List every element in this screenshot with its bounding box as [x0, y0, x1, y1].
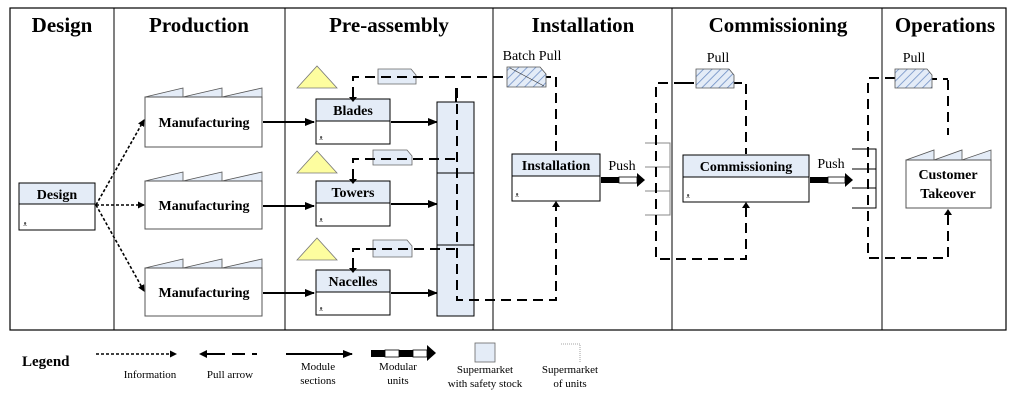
svg-text:Pull arrow: Pull arrow — [207, 369, 253, 381]
factory-manufacturing-2[interactable]: Manufacturing — [144, 171, 263, 230]
kanban-card-icon — [372, 149, 413, 166]
pull-arrowhead — [349, 97, 357, 102]
svg-text:Supermarket: Supermarket — [457, 364, 513, 376]
pull-arrowhead — [552, 201, 560, 207]
supermarket-of-units-2 — [852, 148, 877, 209]
legend-item-information: Information — [96, 350, 177, 381]
svg-text:of units: of units — [553, 378, 586, 390]
information-arrows — [95, 119, 145, 292]
stage-header-operations: Operations — [895, 13, 995, 37]
push-arrow-modular-units-1 — [601, 173, 645, 187]
supermarket-safety-stock — [436, 101, 475, 317]
legend-item-module-sections: Module sections — [286, 350, 353, 387]
legend-item-supermarket-safety: Supermarket with safety stock — [448, 342, 523, 390]
factory-label: Customer — [918, 168, 977, 183]
operator-icon: ᴥ — [319, 304, 323, 313]
process-box-design[interactable]: Design ᴥ — [18, 182, 96, 231]
operator-icon: ᴥ — [319, 215, 323, 224]
supermarket-of-units-1 — [645, 142, 671, 216]
process-label-towers: Towers — [331, 186, 375, 201]
push-arrow-modular-units-2 — [810, 173, 853, 187]
factory-manufacturing-1[interactable]: Manufacturing — [144, 87, 263, 148]
svg-text:Module: Module — [301, 361, 335, 373]
operator-icon: ᴥ — [515, 190, 519, 199]
swimlane-frame — [9, 7, 1007, 331]
legend-item-pull-arrow: Pull arrow — [199, 350, 257, 381]
svg-text:Modular: Modular — [379, 361, 417, 373]
inventory-triangle-icon — [296, 150, 338, 174]
factory-label: Takeover — [920, 187, 975, 202]
svg-text:Supermarket: Supermarket — [542, 364, 598, 376]
process-box-nacelles[interactable]: Nacelles ᴥ — [315, 269, 391, 316]
factory-label: Manufacturing — [159, 199, 250, 214]
stage-header-installation: Installation — [532, 13, 635, 37]
legend-title: Legend — [22, 354, 70, 370]
operator-icon: ᴥ — [686, 191, 690, 200]
pull-arrowhead — [349, 179, 357, 184]
process-label-installation: Installation — [522, 159, 591, 174]
pull-label-2: Pull — [903, 51, 926, 66]
process-box-blades[interactable]: Blades ᴥ — [315, 98, 391, 145]
push-label-2: Push — [817, 157, 844, 172]
svg-text:with safety stock: with safety stock — [448, 378, 523, 390]
pull-label-1: Pull — [707, 51, 730, 66]
process-box-installation[interactable]: Installation ᴥ — [511, 153, 601, 202]
legend-item-supermarket-units: Supermarket of units — [542, 343, 598, 390]
svg-text:units: units — [387, 375, 408, 387]
process-label-nacelles: Nacelles — [329, 275, 379, 290]
push-label-1: Push — [608, 159, 635, 174]
factory-label: Manufacturing — [159, 116, 250, 131]
process-label-blades: Blades — [333, 104, 373, 119]
process-box-commissioning[interactable]: Commissioning ᴥ — [682, 154, 810, 203]
batch-pull-label: Batch Pull — [503, 49, 562, 64]
pull-path-commissioning — [655, 82, 747, 260]
process-box-towers[interactable]: Towers ᴥ — [315, 180, 391, 227]
stage-header-production: Production — [149, 13, 249, 37]
process-label-design: Design — [37, 188, 78, 203]
pull-arrowhead — [349, 268, 357, 273]
stage-header-design: Design — [32, 13, 93, 37]
svg-text:sections: sections — [300, 375, 335, 387]
factory-customer-takeover[interactable]: Customer Takeover — [905, 149, 992, 209]
inventory-triangle-icon — [296, 237, 338, 261]
operator-icon: ᴥ — [319, 133, 323, 142]
pull-kanban-icon — [894, 68, 933, 89]
module-section-arrows — [263, 118, 438, 297]
pull-arrowhead — [742, 202, 750, 208]
inventory-triangle-icon — [296, 65, 338, 89]
kanban-card-icon — [372, 239, 413, 258]
factory-manufacturing-3[interactable]: Manufacturing — [144, 258, 263, 317]
pull-kanban-icon — [695, 68, 735, 89]
factory-label: Manufacturing — [159, 286, 250, 301]
process-label-commissioning: Commissioning — [700, 160, 793, 175]
svg-text:Information: Information — [124, 369, 177, 381]
stage-header-commissioning: Commissioning — [709, 13, 848, 37]
operator-icon: ᴥ — [23, 219, 27, 228]
legend-item-modular-units: Modular units — [371, 345, 436, 387]
stage-header-preassembly: Pre-assembly — [329, 13, 449, 37]
pull-arrowhead — [944, 209, 952, 215]
pull-paths-preassembly — [352, 76, 557, 301]
